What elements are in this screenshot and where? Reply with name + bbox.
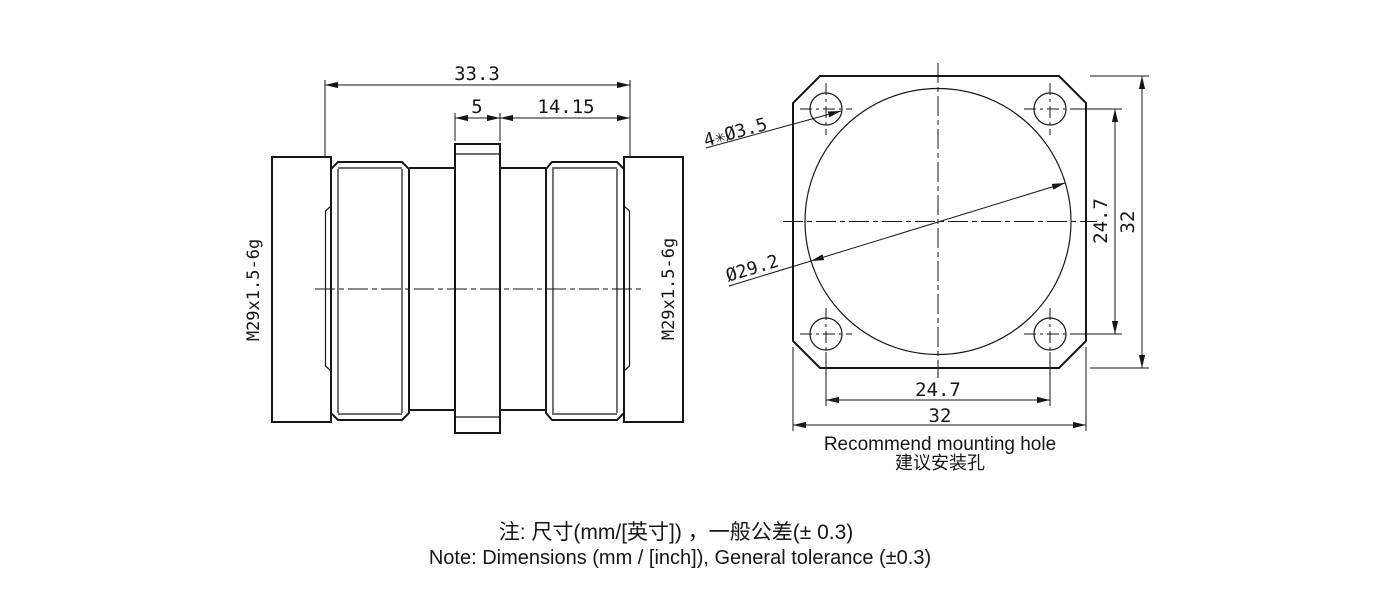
front-view-caption-en: Recommend mounting hole: [824, 434, 1056, 455]
dim-panel-cutout-label: Ø29.2: [723, 251, 781, 287]
dim-end-length-label: 14.15: [537, 96, 594, 118]
tolerance-notes: 注: 尺寸(mm/[英寸]) ，一般公差(± 0.3) Note: Dimens…: [429, 521, 931, 569]
left-thread-outline: [330, 161, 410, 421]
side-view: 33.3 5 14.15 M29x1.5-6g M29x1.5-6g: [244, 63, 684, 434]
right-thread-outline: [545, 161, 625, 421]
left-shoulder-face: [324, 205, 332, 372]
dim-mounting-holes-label: 4✳Ø3.5: [701, 114, 769, 152]
note-line-zh: 注: 尺寸(mm/[英寸]) ，一般公差(± 0.3): [499, 521, 854, 544]
dim-line-cutout-diameter: [810, 182, 1066, 262]
front-view-dimension-lines: [705, 75, 1149, 431]
mounting-flange-outline: [792, 75, 1087, 369]
right-shoulder-face: [623, 205, 631, 372]
dim-flange-height-label: 32: [1117, 211, 1139, 234]
dim-flange-width-label: 32: [929, 405, 952, 427]
side-view-body-outline: [271, 143, 684, 434]
side-view-dimension-lines: [324, 80, 631, 156]
dim-hole-spacing-horizontal-label: 24.7: [915, 379, 961, 401]
front-view-caption-zh: 建议安装孔: [895, 453, 985, 473]
dim-flange-thickness-label: 5: [471, 96, 482, 118]
panel-cutout-circle: [804, 87, 1072, 356]
center-flange-outline: [454, 143, 501, 434]
right-thread-details: [552, 167, 631, 415]
thread-spec-label-left: M29x1.5-6g: [244, 239, 264, 341]
thread-spec-label-right: M29x1.5-6g: [659, 238, 679, 340]
dim-hole-spacing-vertical-label: 24.7: [1090, 198, 1112, 244]
leader-line-mounting-holes: [705, 110, 842, 149]
note-line-en: Note: Dimensions (mm / [inch]), General …: [429, 547, 931, 569]
neck-sections: [409, 167, 546, 411]
left-thread-details: [324, 167, 403, 415]
dim-overall-length-label: 33.3: [454, 63, 500, 85]
center-flange-chamfer-lines: [455, 153, 500, 418]
front-view: 4✳Ø3.5 Ø29.2 24.7 32 24.7 32 Recommend m…: [701, 63, 1149, 473]
hole-centerlines: [800, 83, 1076, 360]
